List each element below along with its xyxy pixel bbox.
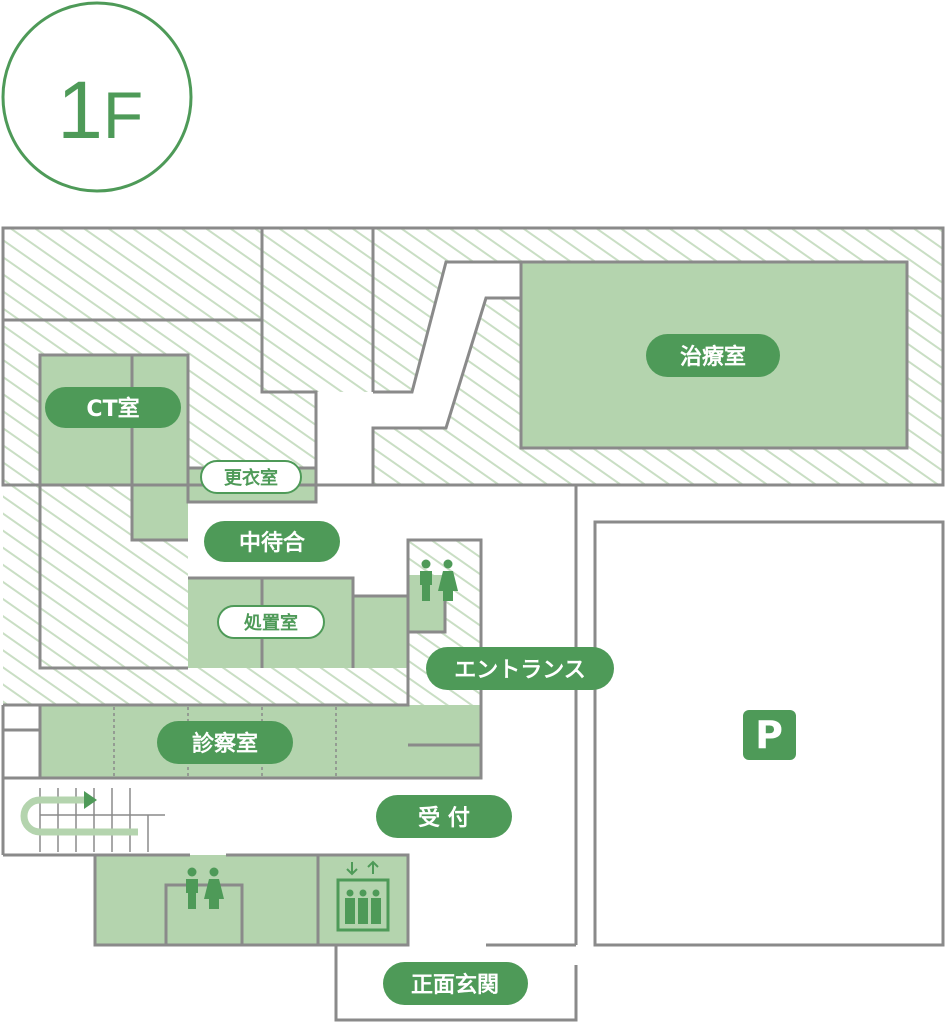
ct-room-text: CT室	[86, 396, 139, 422]
changing-room-label: 更衣室	[200, 460, 302, 494]
stairs-icon	[20, 788, 165, 852]
restroom-icon	[420, 559, 458, 601]
room-labels: 治療室 CT室 中待合 エントランス 診察室 受 付 正面玄関 更	[45, 334, 780, 1005]
parking-label: P	[755, 713, 783, 757]
changing-room-text: 更衣室	[224, 467, 278, 489]
reception-label: 受 付	[376, 795, 512, 838]
exam-room-text: 診察室	[192, 731, 258, 757]
restroom-icon-lower	[186, 867, 224, 909]
entrance-text: エントランス	[454, 658, 586, 683]
treatment-room-text: 治療室	[680, 344, 746, 370]
elevator-icon	[336, 860, 390, 932]
reception-text: 受 付	[418, 805, 470, 831]
entrance-label: エントランス	[426, 647, 614, 690]
inner-waiting-text: 中待合	[239, 530, 306, 556]
treatment-room-label: 治療室	[646, 334, 780, 377]
parking-sign: P	[743, 710, 796, 760]
floor-number: 1	[57, 65, 103, 156]
ct-room-label: CT室	[45, 387, 181, 428]
floor-letter: F	[103, 78, 143, 152]
main-entrance-label: 正面玄関	[383, 962, 528, 1005]
main-entrance-text: 正面玄関	[411, 972, 499, 998]
inner-waiting-label: 中待合	[204, 521, 340, 562]
procedure-room-label: 処置室	[217, 605, 325, 639]
procedure-room-text: 処置室	[244, 612, 298, 634]
exam-room-label: 診察室	[157, 721, 293, 764]
floor-badge: 1 F	[1, 1, 193, 193]
procedure-side-room	[353, 596, 408, 668]
